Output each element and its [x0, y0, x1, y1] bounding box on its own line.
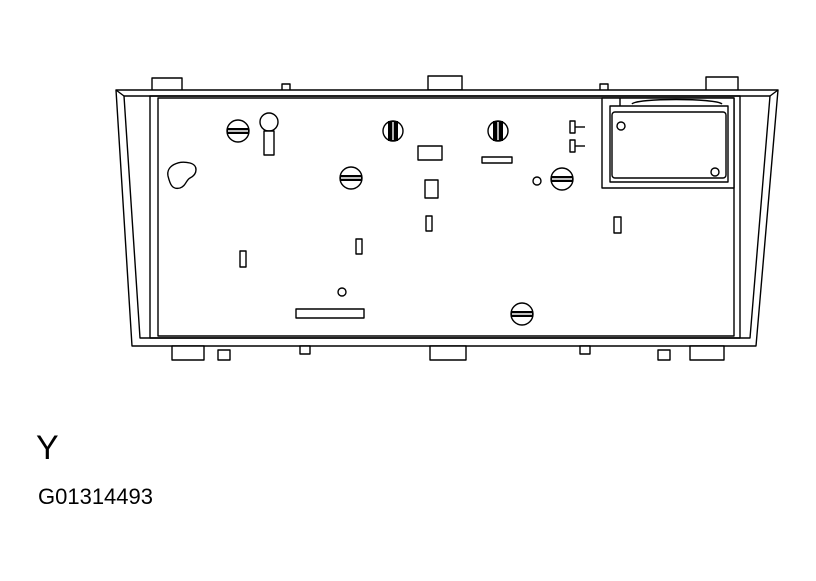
view-label: Y: [36, 429, 59, 467]
screw-icon: [382, 120, 404, 142]
instrument-cluster-back-drawing: [115, 75, 779, 361]
screw-icon: [510, 302, 534, 326]
pin-terminals: [569, 120, 585, 153]
screw-icon: [487, 120, 509, 142]
bottom-tabs: [171, 345, 725, 361]
connector-slots: [239, 145, 622, 319]
screw-icon: [339, 166, 363, 190]
circuit-module: [601, 97, 735, 189]
screw-icon: [226, 119, 250, 143]
figure-code: G01314493: [38, 484, 153, 509]
indicator-window: [167, 161, 197, 190]
top-tabs: [151, 75, 739, 93]
keyhole-post: [259, 112, 279, 156]
screw-icon: [550, 167, 574, 191]
